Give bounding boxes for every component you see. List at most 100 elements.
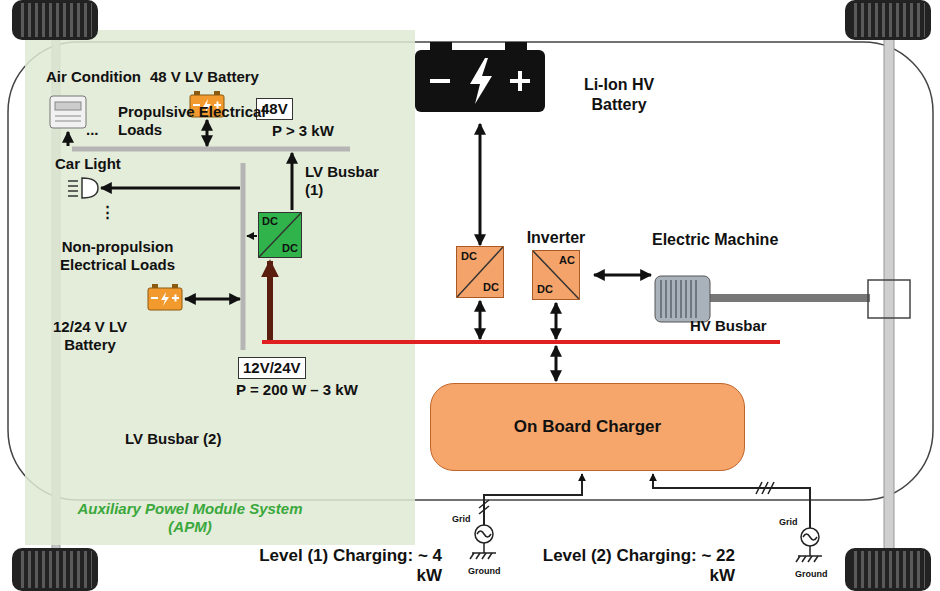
- hv-arrows: [480, 301, 556, 381]
- node-text: Li-Ion HV Battery: [573, 75, 665, 115]
- air-condition-icon: [50, 96, 86, 128]
- load-label: Air Condition: [46, 68, 141, 86]
- illustration-part: [484, 474, 582, 525]
- illustration-part: [214, 91, 220, 95]
- converter-diagonal-line: [533, 251, 579, 299]
- illustration-part: [18, 551, 92, 588]
- node-text: Inverter: [519, 228, 593, 248]
- illustration-part: [845, 548, 931, 591]
- illustration-part: [479, 301, 482, 339]
- illustration-part: [809, 546, 811, 556]
- illustration-part: [851, 3, 925, 37]
- illustration-part: [101, 187, 240, 190]
- car-light-icon: [68, 178, 98, 198]
- ellipsis: ⋮: [100, 203, 115, 221]
- load-label: Car Light: [55, 155, 121, 173]
- illustration-part: [555, 303, 558, 339]
- hv-busbar: [262, 340, 780, 344]
- node-text: Electric Machine: [652, 230, 778, 250]
- dcdc-converter: DC DC: [258, 212, 302, 258]
- node-text: DC: [483, 281, 499, 294]
- battery-label: 12/24 V LV Battery: [28, 318, 152, 354]
- node-text: 12V/24V: [243, 359, 301, 377]
- illustration-part: [161, 292, 169, 306]
- illustration-part: [152, 284, 158, 288]
- busbar-label: LV Busbar (1): [305, 163, 385, 199]
- illustration-part: [50, 96, 86, 128]
- illustration-part: [868, 280, 910, 318]
- node-text: DC: [537, 283, 553, 296]
- battery-icon-12v: [148, 284, 182, 310]
- node-text: DC: [461, 250, 477, 263]
- inverter: ACDCInverter: [519, 228, 593, 302]
- illustration-part: [175, 295, 177, 302]
- illustration-part: [796, 556, 800, 562]
- illustration-part: [55, 121, 81, 122]
- illustration-part: [851, 551, 925, 588]
- busbar-label: HV Busbar: [690, 317, 767, 335]
- illustration-part: [555, 346, 558, 381]
- lv-busbar-2: [241, 163, 246, 350]
- electric-machine-icon: [655, 276, 910, 322]
- illustration-part: [768, 482, 774, 494]
- illustration-part: [518, 71, 522, 91]
- illustration-part: [477, 531, 491, 537]
- illustration-part: [55, 116, 81, 117]
- illustration-part: [194, 91, 200, 95]
- illustration-part: [505, 42, 527, 51]
- hv-feed-arrow: [267, 261, 273, 341]
- load-group-label: Propulsive Electrical Loads: [118, 103, 268, 139]
- node-text: 12/24 V LV Battery: [28, 318, 152, 354]
- illustration-part: [151, 297, 158, 299]
- illustration-part: [756, 482, 762, 494]
- illustration-part: [479, 500, 489, 508]
- illustration-part: [653, 474, 810, 528]
- car-body: [8, 42, 933, 500]
- converter-diagonal-line: [259, 213, 301, 257]
- illustration-part: [482, 553, 486, 559]
- illustration-part: [475, 525, 493, 543]
- hv-battery: Li-Ion HV Battery: [415, 45, 665, 123]
- illustration-part: [801, 528, 819, 546]
- illustration-part: [808, 556, 812, 562]
- illustration-part: [470, 58, 492, 104]
- charging-level: Level (1) Charging: ~ 4 kW: [250, 546, 442, 586]
- grid-label: Grid: [779, 517, 798, 527]
- converter-diagonal-line: [457, 247, 503, 297]
- illustration-part: [68, 190, 78, 192]
- illustration-part: [55, 102, 81, 110]
- illustration-part: [845, 0, 931, 40]
- illustration-part: [660, 280, 700, 318]
- node-text: On Board Charger: [514, 417, 661, 437]
- illustration-part: [488, 553, 492, 559]
- charging-level: Level (2) Charging: ~ 22 kW: [515, 546, 735, 586]
- node-text: DC: [262, 215, 278, 228]
- grid-label: Grid: [452, 514, 471, 524]
- battery-label: 48 V LV Battery: [150, 68, 259, 86]
- load-group-label: Non-propulsion Electrical Loads: [30, 238, 205, 274]
- right-axle: [884, 36, 894, 552]
- power-rating: P > 3 kW: [272, 122, 334, 140]
- illustration-part: [655, 276, 710, 322]
- node-text: Car Light: [55, 155, 121, 173]
- illustration-part: [172, 284, 178, 288]
- illustration-part: [12, 0, 98, 40]
- illustration-part: [185, 298, 240, 301]
- illustration-part: [802, 556, 806, 562]
- ground-label: Ground: [468, 566, 501, 576]
- illustration-part: [68, 180, 78, 182]
- illustration-part: [8, 42, 933, 500]
- electric-machine: Electric Machine: [652, 230, 802, 325]
- illustration-part: [148, 288, 182, 310]
- illustration-part: [430, 42, 452, 51]
- illustration-part: [68, 195, 78, 197]
- node-text: DC: [282, 242, 298, 255]
- power-connector: [479, 124, 482, 245]
- illustration-part: [803, 534, 817, 540]
- ground-label: Ground: [795, 569, 828, 579]
- ellipsis: ...: [86, 121, 99, 139]
- wheels: [12, 0, 931, 591]
- illustration-part: [68, 185, 78, 187]
- illustration-part: [415, 50, 545, 112]
- illustration-part: [206, 120, 209, 146]
